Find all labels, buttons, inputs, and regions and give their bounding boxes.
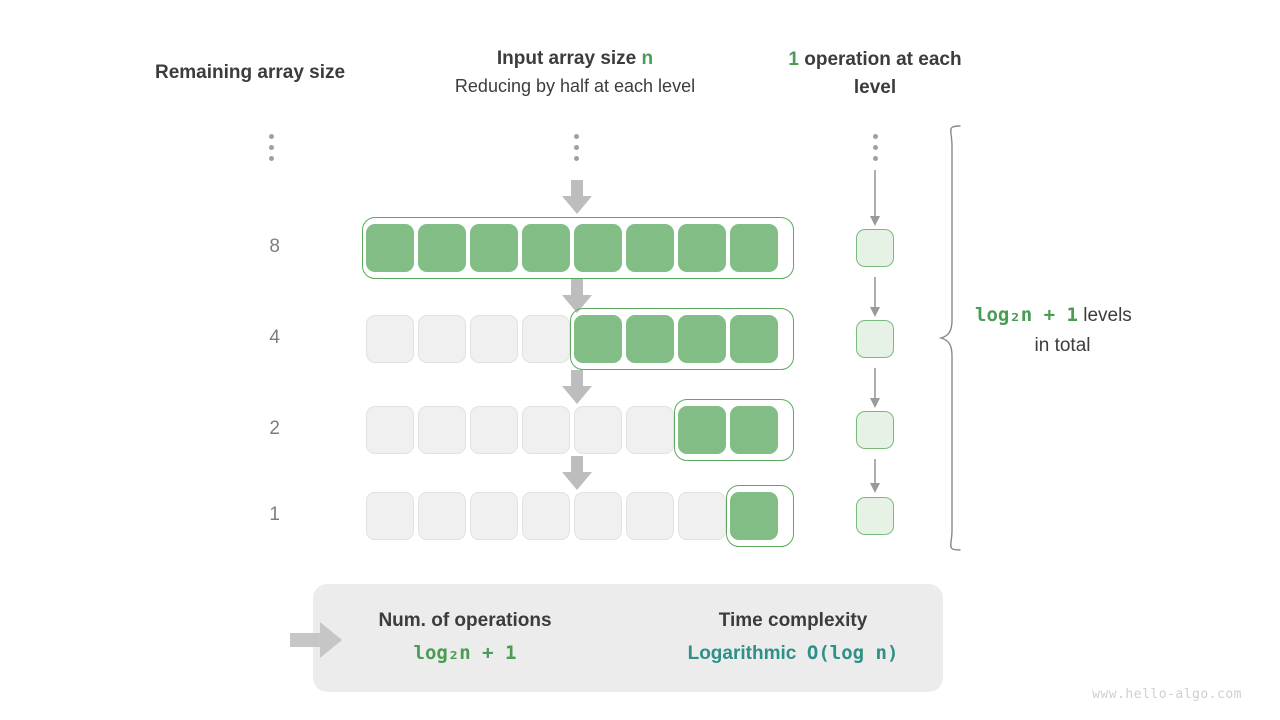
- array-cell-active: [730, 492, 778, 540]
- right-arrow-icon: [290, 622, 342, 658]
- header-middle-line1-text: Input array size: [496, 48, 642, 69]
- down-arrow-icon: [562, 279, 592, 313]
- header-remaining-array-size: Remaining array size: [155, 62, 395, 84]
- array-cell-active: [678, 224, 726, 272]
- summary-panel: Num. of operations log₂n + 1 Time comple…: [290, 584, 943, 692]
- array-cell-inactive: [366, 315, 414, 363]
- down-arrow-icon: [562, 456, 592, 490]
- dot-icon: [573, 156, 579, 161]
- array-cell-inactive: [470, 315, 518, 363]
- summary-complexity-title: Time complexity: [718, 610, 868, 631]
- header-left-label: Remaining array size: [155, 62, 346, 83]
- header-middle-line2: Reducing by half at each level: [454, 76, 696, 96]
- header-right-count: 1: [788, 49, 799, 70]
- array-cell-inactive: [626, 492, 674, 540]
- array-row-level-0: [366, 221, 782, 275]
- array-cell-active: [730, 406, 778, 454]
- dot-icon: [573, 134, 579, 139]
- summary-complexity-value: Logarithmic O(log n): [668, 636, 918, 671]
- array-cell-active: [678, 406, 726, 454]
- array-cell-inactive: [574, 406, 622, 454]
- header-input-array-size: Input array size n Reducing by half at e…: [395, 46, 755, 100]
- array-row-level-2: [366, 403, 782, 457]
- array-cell-active: [678, 315, 726, 363]
- total-levels-formula: log₂n + 1: [975, 304, 1078, 326]
- array-cell-inactive: [418, 492, 466, 540]
- dot-icon: [268, 156, 274, 161]
- total-levels-brace: [938, 125, 961, 551]
- summary-operations-column: Num. of operations log₂n + 1: [340, 606, 590, 670]
- level-label-1: 4: [269, 327, 280, 348]
- summary-complexity-word: Logarithmic: [687, 643, 797, 664]
- array-cell-inactive: [626, 406, 674, 454]
- operation-box-level-0: [856, 229, 894, 267]
- level-label-2: 2: [269, 418, 280, 439]
- array-cell-inactive: [470, 406, 518, 454]
- operations-connector: [870, 170, 880, 493]
- array-cell-active: [418, 224, 466, 272]
- header-middle-line1: Input array size n: [395, 46, 755, 72]
- down-arrow-icon: [562, 370, 592, 404]
- down-arrow-icon: [562, 180, 592, 214]
- array-cell-inactive: [522, 315, 570, 363]
- dot-icon: [573, 145, 579, 150]
- array-cell-active: [730, 315, 778, 363]
- dot-icon: [872, 156, 878, 161]
- dot-icon: [872, 145, 878, 150]
- array-cell-inactive: [366, 406, 414, 454]
- array-cell-active: [574, 315, 622, 363]
- operation-box-level-1: [856, 320, 894, 358]
- summary-operations-title: Num. of operations: [378, 610, 552, 631]
- array-row-level-1: [366, 312, 782, 366]
- array-cell-inactive: [678, 492, 726, 540]
- ellipsis-label-column: [264, 134, 278, 167]
- total-levels-caption: log₂n + 1 levels in total: [975, 300, 1265, 361]
- array-cell-active: [522, 224, 570, 272]
- array-cell-inactive: [522, 406, 570, 454]
- summary-operations-value: log₂n + 1: [413, 642, 517, 664]
- array-cell-inactive: [470, 492, 518, 540]
- array-cell-active: [730, 224, 778, 272]
- total-levels-line1: log₂n + 1 levels: [975, 300, 1265, 331]
- array-cell-inactive: [418, 406, 466, 454]
- array-cell-active: [626, 315, 674, 363]
- operation-box-level-3: [856, 497, 894, 535]
- array-cell-inactive: [366, 492, 414, 540]
- array-cell-inactive: [522, 492, 570, 540]
- dot-icon: [268, 134, 274, 139]
- dot-icon: [268, 145, 274, 150]
- ellipsis-operations-column: [868, 134, 882, 167]
- summary-complexity-column: Time complexity Logarithmic O(log n): [668, 606, 918, 671]
- array-cell-active: [366, 224, 414, 272]
- array-cell-active: [626, 224, 674, 272]
- level-label-0: 8: [269, 236, 280, 257]
- level-label-3: 1: [269, 504, 280, 525]
- dot-icon: [872, 134, 878, 139]
- header-middle-n: n: [641, 48, 654, 69]
- array-cell-active: [470, 224, 518, 272]
- watermark: www.hello-algo.com: [1092, 687, 1242, 702]
- array-row-level-3: [366, 489, 782, 543]
- array-cell-active: [574, 224, 622, 272]
- header-operations-per-level: 1 operation at each level: [780, 46, 970, 102]
- header-right-text: operation at each level: [798, 49, 962, 98]
- summary-complexity-bigo: O(log n): [806, 642, 899, 664]
- operation-box-level-2: [856, 411, 894, 449]
- array-cell-inactive: [574, 492, 622, 540]
- total-levels-line2: in total: [1034, 335, 1091, 356]
- ellipsis-array-column: [569, 134, 583, 167]
- array-cell-inactive: [418, 315, 466, 363]
- total-levels-suffix: levels: [1077, 305, 1132, 326]
